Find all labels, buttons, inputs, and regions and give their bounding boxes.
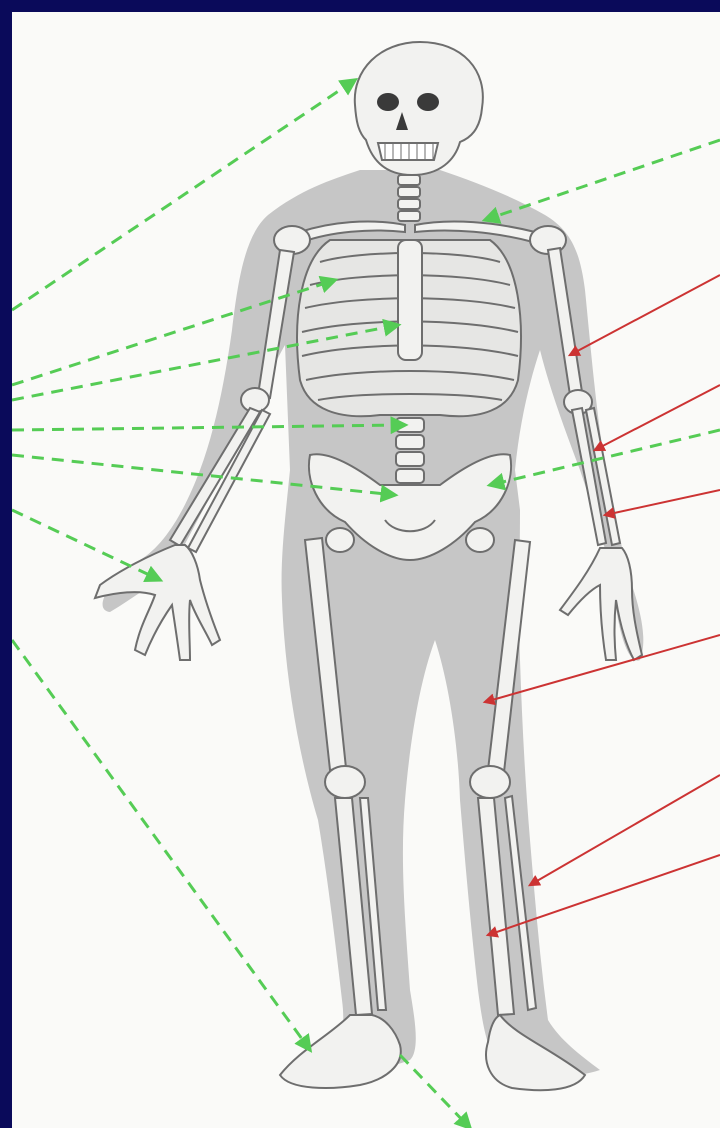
leader-fibula <box>530 775 720 885</box>
leader-radius <box>595 385 720 450</box>
leader-humerus <box>570 275 720 355</box>
sternum <box>398 240 422 360</box>
skeleton-diagram <box>12 12 720 1128</box>
leader-ulna <box>605 490 720 515</box>
illustration-panel <box>12 12 720 1128</box>
leader-cervical-vertebrae <box>485 140 720 220</box>
leader-foot-right <box>400 1055 470 1128</box>
leader-foot-left <box>12 640 310 1050</box>
